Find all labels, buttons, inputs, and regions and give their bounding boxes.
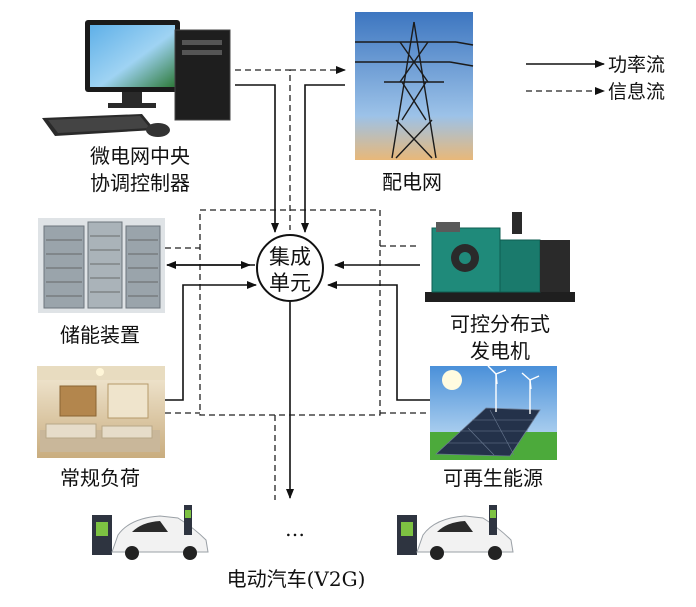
controller-computer-image	[42, 20, 231, 137]
hub-label-line2: 单元	[269, 271, 311, 295]
ev-left-image	[92, 505, 209, 560]
storage-label: 储能装置	[60, 323, 140, 347]
generator-label-line2: 发电机	[470, 339, 530, 363]
ev-ellipsis: …	[285, 517, 305, 541]
controller-label-line1: 微电网中央	[90, 144, 190, 168]
generator-image	[420, 212, 578, 304]
renewable-image	[430, 365, 557, 460]
ev-right-image	[397, 505, 514, 560]
grid-tower-image	[355, 12, 474, 160]
hub-circle	[256, 234, 324, 302]
generator-label-line1: 可控分布式	[450, 312, 550, 336]
renewable-label: 可再生能源	[443, 466, 543, 490]
load-label: 常规负荷	[60, 466, 140, 490]
legend-info-label: 信息流	[608, 81, 665, 103]
power-flow-lines	[165, 84, 430, 499]
legend-power-label: 功率流	[608, 54, 665, 76]
controller-label-line2: 协调控制器	[90, 171, 190, 195]
storage-battery-image	[38, 218, 165, 313]
grid-label: 配电网	[382, 170, 442, 194]
legend: 功率流 信息流	[526, 54, 665, 103]
integration-unit: 集成 单元	[256, 234, 324, 302]
info-flow-lines	[165, 66, 430, 500]
load-room-image	[37, 366, 165, 458]
hub-label-line1: 集成	[269, 245, 311, 269]
ev-label: 电动汽车(V2G)	[227, 567, 366, 591]
